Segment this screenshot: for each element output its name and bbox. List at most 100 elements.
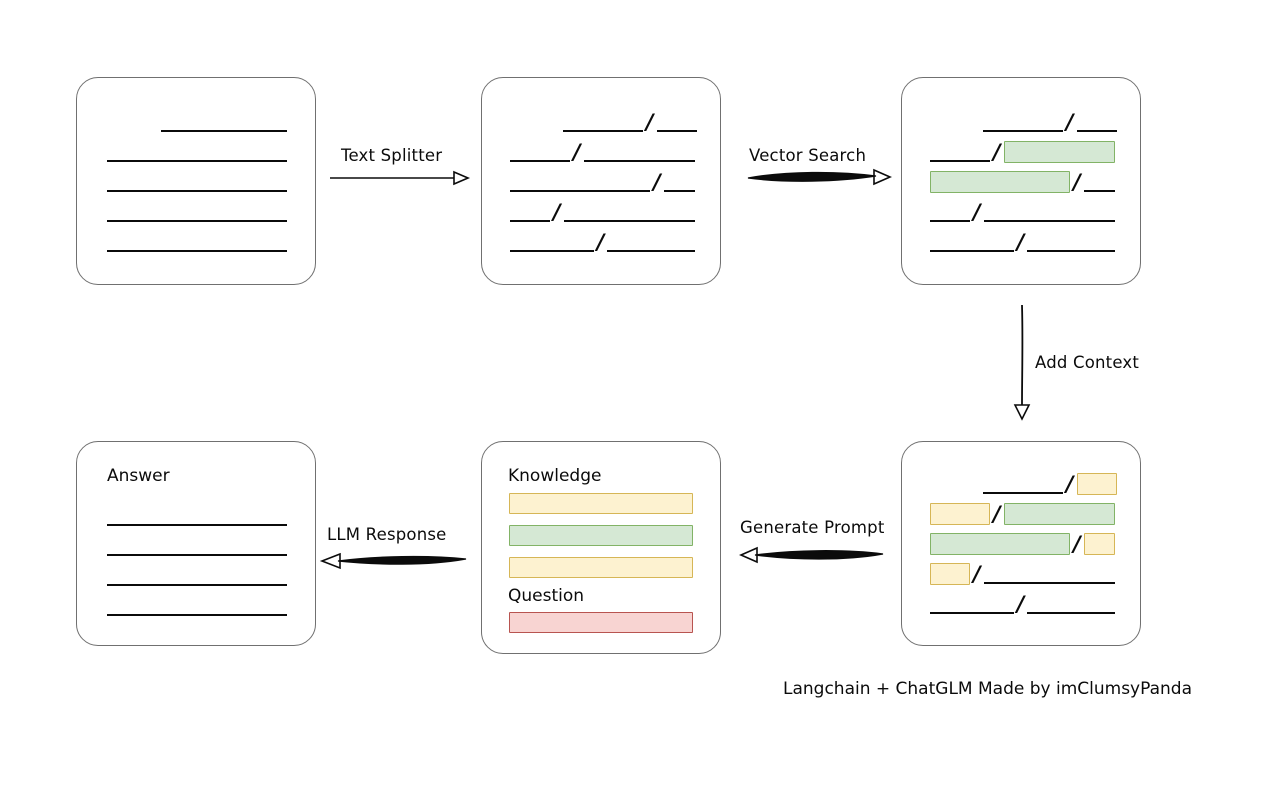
source-document-box[interactable]: [76, 77, 316, 285]
document-line: /: [930, 592, 1115, 616]
document-line: [107, 504, 287, 526]
text-segment: [107, 170, 287, 192]
segment-separator: /: [993, 140, 1001, 164]
highlight-segment-yellow: [930, 503, 991, 525]
document-line: /: [510, 200, 695, 224]
text-segment: [510, 230, 594, 252]
text-segment: [510, 200, 551, 222]
document-line: [107, 200, 287, 222]
document-line: [107, 534, 287, 556]
segment-separator: /: [993, 502, 1001, 526]
edge-label-add-context: Add Context: [1035, 353, 1140, 372]
text-segment: [1027, 592, 1115, 614]
document-line: /: [930, 502, 1115, 526]
segment-separator: /: [1016, 592, 1025, 616]
document-line: [107, 170, 287, 192]
segment-separator: /: [573, 140, 581, 164]
document-line: [107, 230, 287, 252]
text-segment: [107, 200, 287, 222]
document-line: [107, 594, 287, 616]
arrow-vector-search: [747, 168, 892, 186]
edge-label-generate-prompt: Generate Prompt: [740, 518, 885, 537]
segment-separator: /: [553, 200, 561, 224]
arrow-text-splitter: [330, 170, 471, 186]
highlight-segment-green: [930, 533, 1071, 555]
text-segment: [656, 110, 697, 132]
edge-label-vector-search: Vector Search: [749, 146, 867, 165]
text-segment: [107, 564, 287, 586]
context-document-box[interactable]: / / / / /: [901, 441, 1141, 646]
text-segment: [982, 472, 1063, 494]
text-segment: [607, 230, 695, 252]
text-segment: [930, 592, 1014, 614]
text-segment: [107, 230, 287, 252]
question-bar: [509, 612, 693, 633]
document-line: /: [510, 230, 695, 253]
segment-indent: [930, 472, 983, 494]
text-segment: [583, 140, 695, 162]
document-line: [107, 140, 287, 162]
text-segment: [983, 562, 1115, 584]
highlight-segment-green: [1003, 141, 1115, 163]
highlight-segment-green: [930, 171, 1071, 193]
text-segment: [510, 170, 651, 192]
segment-separator: /: [645, 110, 654, 134]
text-segment: [982, 110, 1063, 132]
document-line: [107, 564, 287, 586]
segment-separator: /: [1065, 472, 1074, 496]
text-segment: [107, 504, 287, 526]
document-line: /: [930, 140, 1115, 164]
segment-indent: [930, 110, 983, 132]
document-line: /: [930, 532, 1115, 556]
text-segment: [107, 534, 287, 556]
segment-separator: /: [1073, 170, 1081, 194]
segment-separator: /: [1073, 532, 1081, 556]
document-line: /: [930, 200, 1115, 224]
segment-indent: [510, 110, 563, 132]
document-line: /: [930, 110, 1117, 134]
footer-credit: Langchain + ChatGLM Made by imClumsyPand…: [783, 679, 1192, 699]
document-line: /: [510, 110, 697, 134]
split-document-box[interactable]: / / / / /: [481, 77, 721, 285]
text-segment: [563, 200, 695, 222]
highlight-segment-yellow: [930, 563, 971, 585]
knowledge-bar: [509, 557, 693, 578]
highlight-segment-yellow: [1083, 533, 1115, 555]
document-line: /: [510, 170, 695, 194]
text-segment: [930, 200, 971, 222]
prompt-knowledge-label: Knowledge: [508, 466, 602, 486]
arrow-add-context: [1013, 304, 1031, 421]
highlight-segment-yellow: [1076, 473, 1117, 495]
text-segment: [930, 230, 1014, 252]
text-segment: [983, 200, 1115, 222]
edge-label-llm-response: LLM Response: [327, 525, 447, 544]
arrow-generate-prompt: [739, 546, 884, 564]
text-segment: [107, 140, 287, 162]
document-line: /: [510, 140, 695, 164]
text-segment: [107, 594, 287, 616]
document-line: /: [930, 562, 1115, 586]
arrow-llm-response: [319, 552, 467, 570]
text-segment: [562, 110, 643, 132]
text-segment: [1083, 170, 1115, 192]
document-line: [107, 110, 287, 132]
document-line: /: [930, 170, 1115, 194]
segment-separator: /: [1016, 230, 1025, 254]
highlight-segment-green: [1003, 503, 1115, 525]
segment-indent: [107, 110, 161, 132]
segment-separator: /: [653, 170, 661, 194]
answer-box[interactable]: Answer: [76, 441, 316, 646]
text-segment: [1027, 230, 1115, 252]
searched-document-box[interactable]: / / / / /: [901, 77, 1141, 285]
text-segment: [663, 170, 695, 192]
knowledge-bar: [509, 525, 693, 546]
text-segment: [161, 110, 287, 132]
answer-label: Answer: [107, 466, 170, 486]
segment-separator: /: [973, 562, 981, 586]
text-segment: [1076, 110, 1117, 132]
text-segment: [510, 140, 571, 162]
segment-separator: /: [973, 200, 981, 224]
segment-separator: /: [1065, 110, 1074, 134]
prompt-box[interactable]: Knowledge Question: [481, 441, 721, 654]
prompt-question-label: Question: [508, 586, 585, 606]
